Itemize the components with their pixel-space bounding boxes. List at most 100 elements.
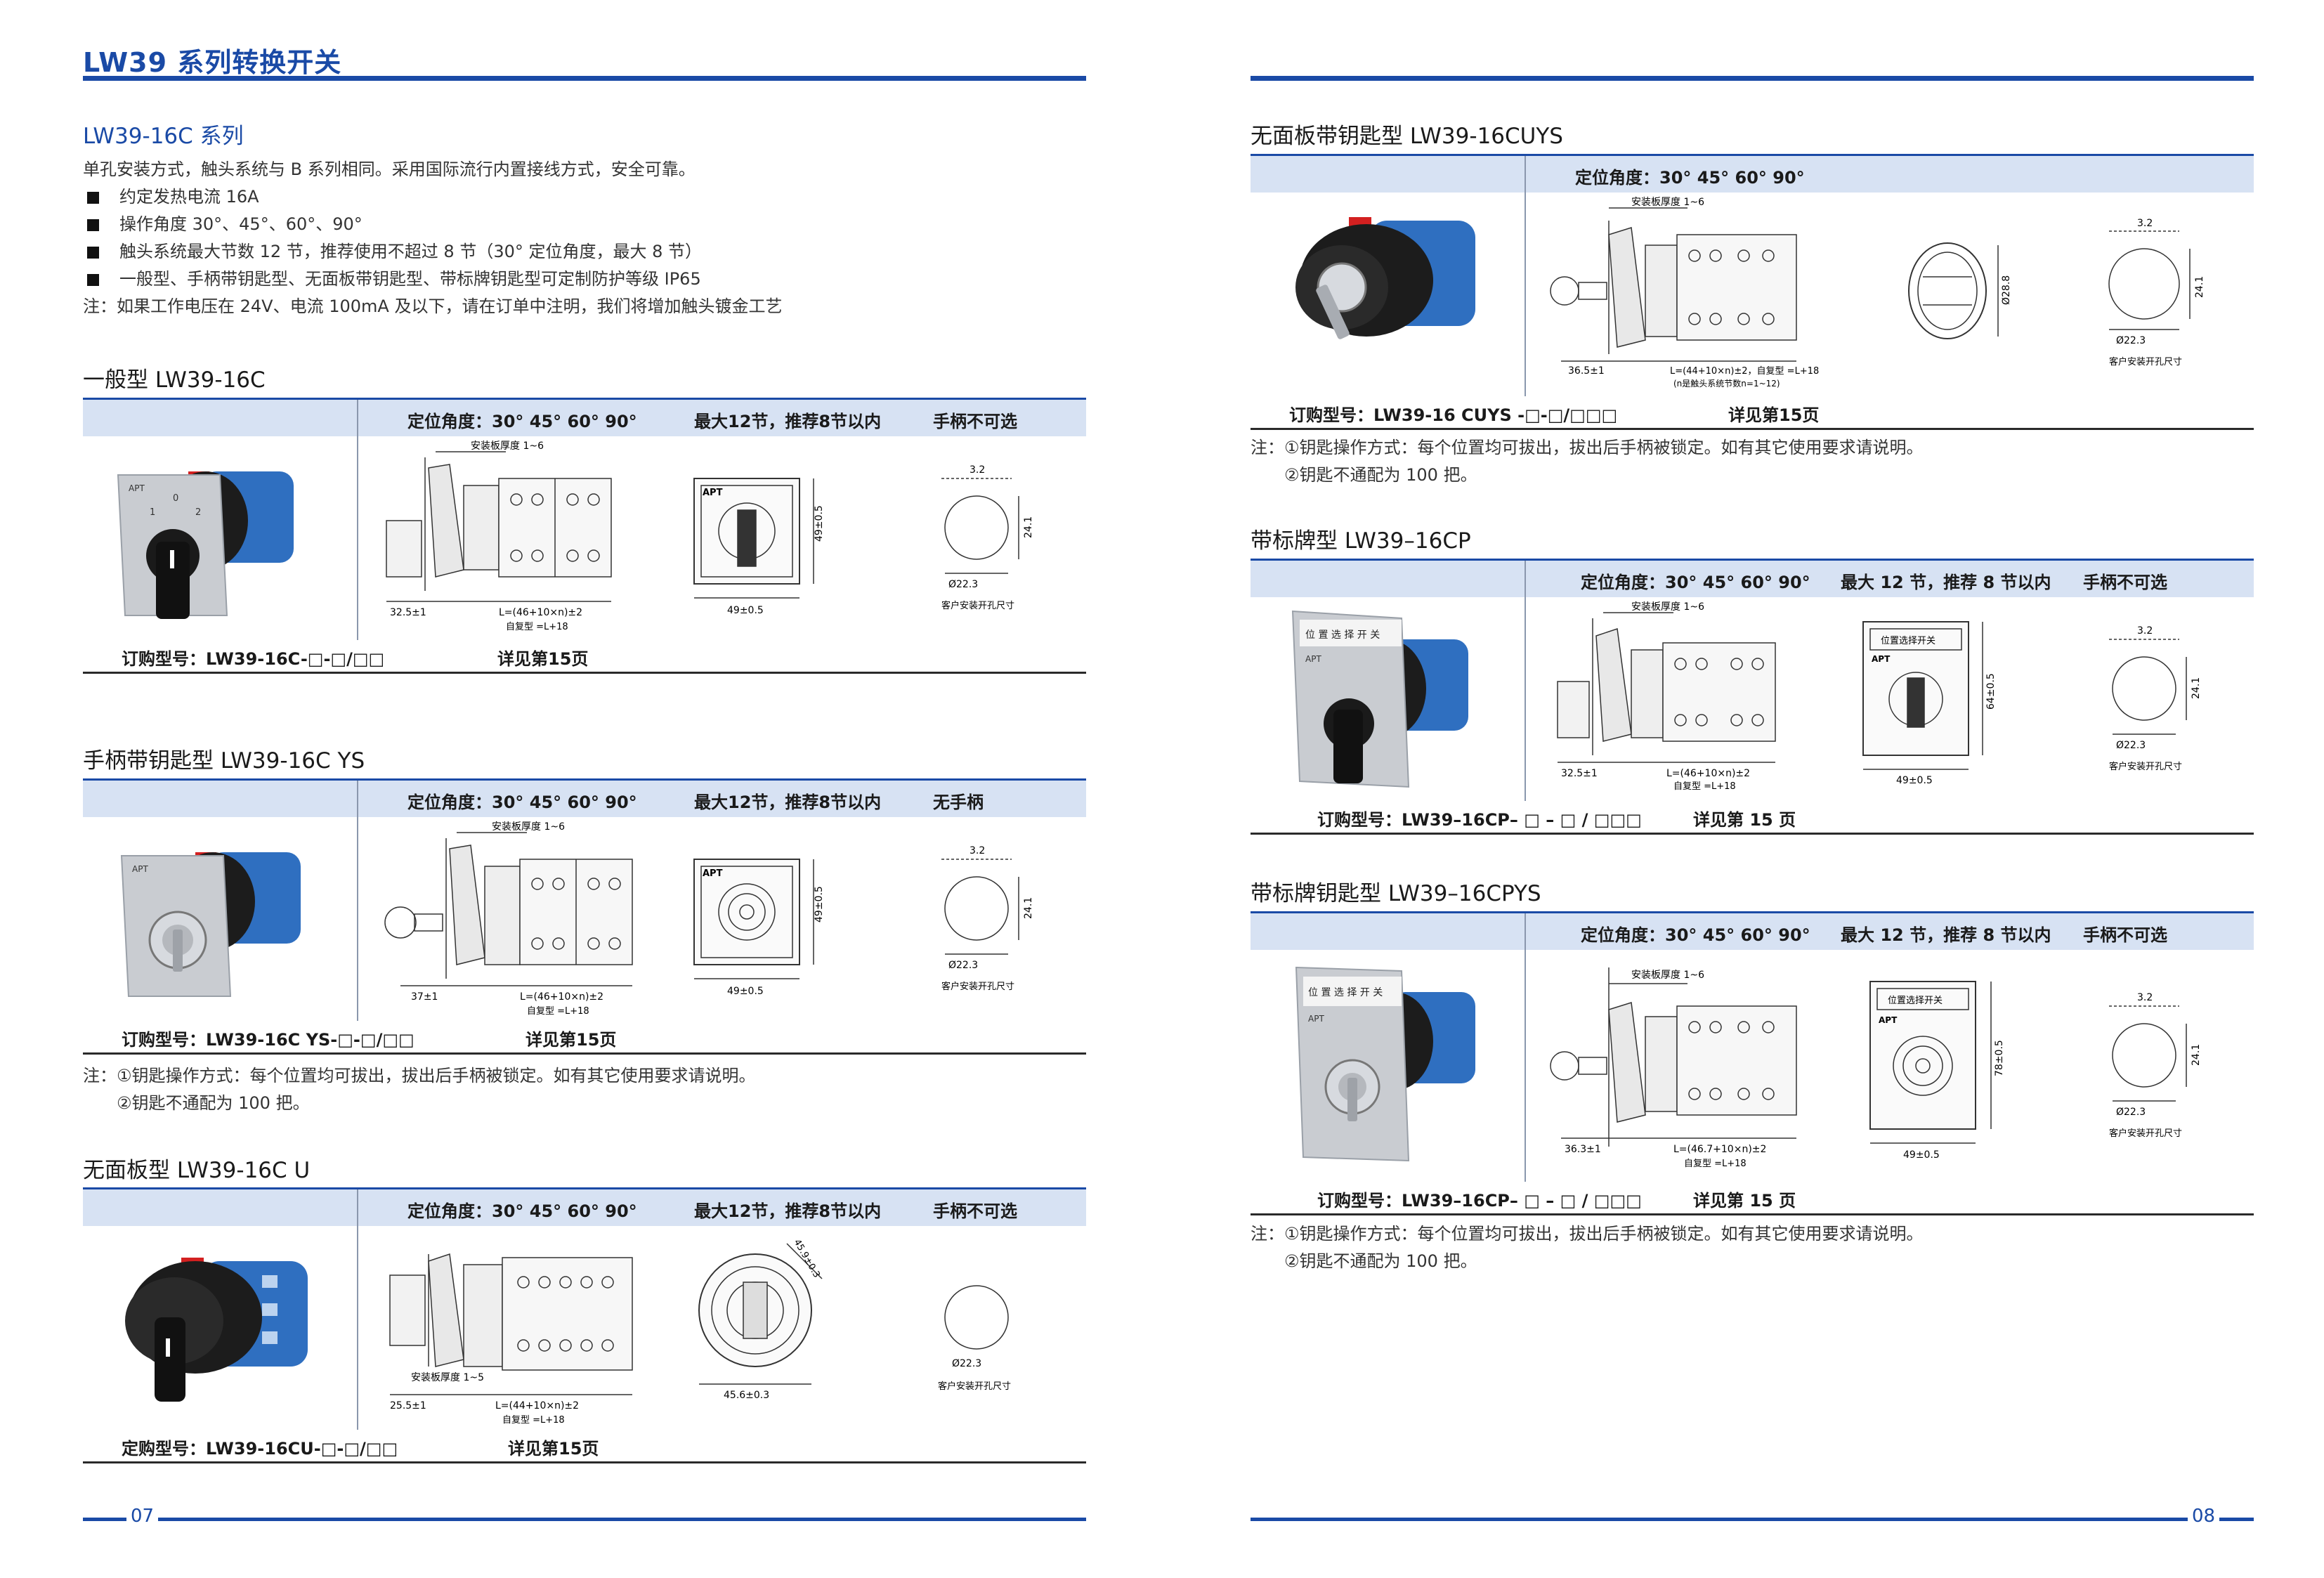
svg-text:1: 1 bbox=[150, 507, 155, 518]
order-row: 订购型号：LW39-16 CUYS -□-□/□□□ 详见第15页 bbox=[1251, 397, 2254, 430]
key-note-line1: 注：①钥匙操作方式：每个位置均可拔出，拔出后手柄被锁定。如有其它使用要求请说明。 bbox=[1251, 438, 1924, 457]
section-key-handle: 定位角度：30° 45° 60° 90° 最大12节，推荐8节以内 无手柄 AP… bbox=[83, 778, 1086, 1055]
dim-height: 49±0.5 bbox=[814, 505, 825, 542]
dim-height: 64±0.5 bbox=[1985, 673, 1997, 710]
spec-angle: 定位角度：30° 45° 60° 90° bbox=[1581, 573, 1810, 592]
footer-rule bbox=[1251, 1518, 2254, 1521]
spec-bar: 定位角度：30° 45° 60° 90° 最大12节，推荐8节以内 无手柄 bbox=[83, 778, 1086, 817]
header-title: LW39 系列转换开关 bbox=[83, 47, 342, 78]
bullet-item: 触头系统最大节数 12 节，推荐使用不超过 8 节（30° 定位角度，最大 8 … bbox=[83, 238, 1066, 266]
switch-plate-key-photo: 位 置 选 择 开 关 APT bbox=[1295, 966, 1475, 1162]
hole-top: 3.2 bbox=[970, 845, 985, 856]
section-title-plate-key: 带标牌钥匙型 LW39–16CPYS bbox=[1251, 881, 1541, 906]
footer-rule bbox=[83, 1518, 1086, 1521]
dim-l2: L=(44+10×n)±2 bbox=[495, 1400, 579, 1411]
dim-height: 78±0.5 bbox=[1994, 1040, 2005, 1076]
key-note: 注：①钥匙操作方式：每个位置均可拔出，拔出后手柄被锁定。如有其它使用要求请说明。… bbox=[83, 1062, 756, 1117]
svg-text:APT: APT bbox=[1305, 654, 1321, 664]
order-ref: 详见第15页 bbox=[497, 649, 589, 669]
order-row: 订购型号：LW39–16CP– □ – □ / □□□ 详见第 15 页 bbox=[1251, 1182, 2254, 1215]
svg-text:位 置 选 择 开 关: 位 置 选 择 开 关 bbox=[1308, 987, 1383, 998]
order-ref: 详见第 15 页 bbox=[1693, 1191, 1796, 1211]
dim-plate: 安装板厚度 1~5 bbox=[411, 1372, 484, 1383]
spec-angle: 定位角度：30° 45° 60° 90° bbox=[1581, 925, 1810, 945]
svg-text:APT: APT bbox=[1308, 1014, 1324, 1024]
hole-top: 3.2 bbox=[970, 464, 985, 476]
dim-plate: 安装板厚度 1~6 bbox=[471, 441, 544, 452]
product-photo: APT bbox=[83, 817, 358, 1021]
dim-plate: 安装板厚度 1~6 bbox=[1631, 197, 1704, 208]
dim-plate: 安装板厚度 1~6 bbox=[1631, 601, 1704, 613]
hole-diameter: Ø22.3 bbox=[2116, 335, 2146, 346]
hole-diameter: Ø22.3 bbox=[2116, 1107, 2146, 1118]
section-title-key-handle: 手柄带钥匙型 LW39-16C YS bbox=[83, 748, 365, 774]
hole-diameter: Ø22.3 bbox=[2116, 740, 2146, 751]
dim-l1: 25.5±1 bbox=[390, 1400, 426, 1411]
hole-caption: 客户安装开孔尺寸 bbox=[2109, 761, 2182, 772]
spec-bar: 定位角度：30° 45° 60° 90° bbox=[1251, 154, 2254, 193]
order-ref: 详见第15页 bbox=[525, 1030, 617, 1050]
key-note: 注：①钥匙操作方式：每个位置均可拔出，拔出后手柄被锁定。如有其它使用要求请说明。… bbox=[1251, 434, 1924, 489]
hole-side: 24.1 bbox=[2191, 677, 2202, 699]
hole-caption: 客户安装开孔尺寸 bbox=[938, 1381, 1011, 1392]
svg-text:APT: APT bbox=[132, 864, 148, 874]
switch-no-panel-key-photo bbox=[1295, 217, 1475, 339]
face-logo: APT bbox=[1872, 654, 1891, 664]
bullet-item: 操作角度 30°、45°、60°、90° bbox=[83, 211, 1066, 238]
dim-plate: 安装板厚度 1~6 bbox=[492, 821, 565, 833]
switch-plate-photo: 位 置 选 择 开 关 APT bbox=[1291, 610, 1468, 788]
dimension-drawing: 安装板厚度 1~6 32.5±1 L=(46+10×n)±2 自复型 =L+18… bbox=[1557, 601, 2202, 792]
spec-handle: 手柄不可选 bbox=[2083, 925, 2167, 945]
dim-l2: L=(46+10×n)±2 bbox=[1666, 768, 1750, 779]
dimension-drawing: 安装板厚度 1~6 37±1 L=(46+10×n)±2 自复型 =L+18 A… bbox=[384, 821, 1034, 1017]
dim-l1: 36.5±1 bbox=[1568, 365, 1605, 377]
series-intro: 单孔安装方式，触头系统与 B 系列相同。采用国际流行内置接线方式，安全可靠。 约… bbox=[83, 156, 1066, 320]
bullet-item: 一般型、手柄带钥匙型、无面板带钥匙型、带标牌钥匙型可定制防护等级 IP65 bbox=[83, 266, 1066, 293]
key-note-line2: ②钥匙不通配为 100 把。 bbox=[1284, 465, 1477, 485]
left-page: LW39 系列转换开关 LW39-16C 系列 单孔安装方式，触头系统与 B 系… bbox=[83, 47, 1086, 1527]
dim-l1: 32.5±1 bbox=[390, 607, 426, 618]
hole-caption: 客户安装开孔尺寸 bbox=[2109, 1128, 2182, 1139]
dimension-drawing: 安装板厚度 1~5 25.5±1 L=(44+10×n)±2 自复型 =L+18… bbox=[389, 1238, 1011, 1426]
section-no-panel-key: 定位角度：30° 45° 60° 90° bbox=[1251, 154, 2254, 430]
order-ref: 详见第 15 页 bbox=[1693, 810, 1796, 830]
spec-max: 最大12节，推荐8节以内 bbox=[694, 793, 882, 812]
section-no-panel: 定位角度：30° 45° 60° 90° 最大12节，推荐8节以内 手柄不可选 bbox=[83, 1187, 1086, 1465]
spec-bar: 定位角度：30° 45° 60° 90° 最大12节，推荐8节以内 手柄不可选 bbox=[83, 1187, 1086, 1226]
key-note-line2: ②钥匙不通配为 100 把。 bbox=[117, 1093, 310, 1113]
spec-max: 最大 12 节，推荐 8 节以内 bbox=[1841, 573, 2051, 592]
order-row: 订购型号：LW39-16C-□-□/□□ 详见第15页 bbox=[83, 641, 1086, 674]
spec-angle: 定位角度：30° 45° 60° 90° bbox=[407, 412, 637, 431]
dimension-drawing: 安装板厚度 1~6 36.5±1 L=(44+10×n)±2，自复型 =L+18… bbox=[1550, 197, 2205, 389]
face-label: 位置选择开关 bbox=[1888, 996, 1943, 1006]
spec-angle: 定位角度：30° 45° 60° 90° bbox=[407, 1201, 637, 1221]
dim-l3: 自复型 =L+18 bbox=[506, 622, 568, 632]
svg-text:2: 2 bbox=[195, 507, 201, 518]
order-code: 订购型号：LW39-16C YS-□-□/□□ bbox=[122, 1030, 414, 1050]
switch-handle-photo: APT 102 bbox=[117, 471, 294, 619]
dim-height: 49±0.5 bbox=[814, 886, 825, 922]
product-photo bbox=[1251, 193, 1526, 396]
hole-caption: 客户安装开孔尺寸 bbox=[941, 600, 1014, 611]
dim-l1: 36.3±1 bbox=[1565, 1144, 1601, 1155]
hole-side: 24.1 bbox=[2191, 1044, 2202, 1066]
spec-bar: 定位角度：30° 45° 60° 90° 最大12节，推荐8节以内 手柄不可选 bbox=[83, 398, 1086, 436]
switch-key-photo: APT bbox=[120, 852, 301, 997]
spec-max: 最大12节，推荐8节以内 bbox=[694, 412, 882, 431]
order-code: 订购型号：LW39-16 CUYS -□-□/□□□ bbox=[1289, 405, 1618, 425]
spec-max: 最大12节，推荐8节以内 bbox=[694, 1201, 882, 1221]
dim-l3: 自复型 =L+18 bbox=[1673, 781, 1736, 792]
face-label: 位置选择开关 bbox=[1881, 636, 1935, 646]
dim-width: 49±0.5 bbox=[1903, 1149, 1940, 1161]
face-logo: APT bbox=[1879, 1015, 1898, 1025]
spec-handle: 手柄不可选 bbox=[933, 1201, 1017, 1221]
intro-note: 注：如果工作电压在 24V、电流 100mA 及以下，请在订单中注明，我们将增加… bbox=[83, 296, 783, 316]
order-code: 订购型号：LW39–16CP– □ – □ / □□□ bbox=[1317, 1191, 1642, 1211]
order-code: 定购型号：LW39-16CU-□-□/□□ bbox=[122, 1439, 398, 1459]
dim-width: 45.6±0.3 bbox=[724, 1390, 769, 1401]
face-logo: APT bbox=[703, 868, 723, 879]
svg-text:0: 0 bbox=[173, 493, 178, 504]
dim-width: 49±0.5 bbox=[727, 986, 764, 997]
key-note-line1: 注：①钥匙操作方式：每个位置均可拔出，拔出后手柄被锁定。如有其它使用要求请说明。 bbox=[83, 1066, 756, 1085]
